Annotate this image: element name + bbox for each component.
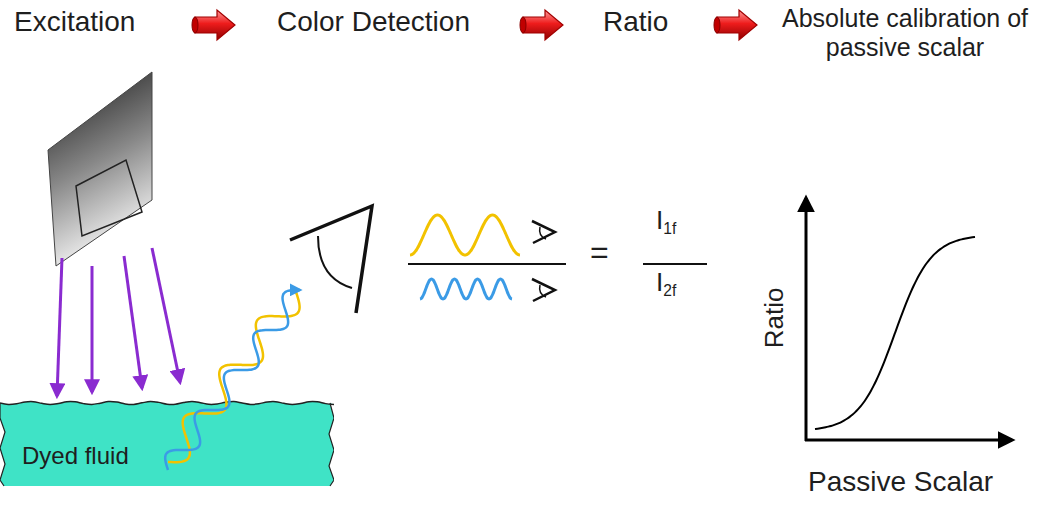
fraction-bar [408, 263, 566, 265]
small-eye [532, 279, 555, 301]
y-axis [805, 198, 808, 441]
blue-signal [420, 279, 512, 299]
excitation-arrow [57, 258, 62, 396]
small-eye [532, 221, 555, 243]
dyed-fluid-band: Dyed fluid [0, 398, 334, 490]
small-eye-cornea [540, 285, 546, 297]
equals-sign: = [590, 234, 609, 271]
step-label: Excitation [14, 6, 135, 38]
lamp-face [76, 160, 142, 236]
intensity-symbol: I2f [656, 268, 676, 298]
x-axis [805, 439, 1012, 442]
excitation-arrow [91, 266, 94, 392]
flow-arrow-cap [192, 17, 198, 33]
excitation-arrow [152, 248, 180, 382]
fraction-bar [643, 263, 707, 265]
lamp-body [48, 72, 152, 266]
flow-arrow-cap [520, 17, 526, 33]
band-torn-edge [0, 403, 5, 486]
excitation-arrow [124, 256, 142, 388]
band-torn-edge [329, 403, 334, 486]
intensity-symbol: I1f [656, 206, 676, 236]
flow-arrow [717, 10, 757, 40]
step-label: Ratio [603, 6, 668, 38]
eye-symbol [290, 206, 372, 313]
small-eye-cornea [540, 227, 546, 239]
flow-arrow-cap [714, 17, 720, 33]
step-label: Color Detection [277, 6, 470, 38]
band-fill [0, 402, 334, 486]
eye-cornea [318, 236, 352, 288]
yellow-signal [410, 215, 520, 255]
calibration-curve [815, 237, 975, 429]
band-top-edge [0, 402, 334, 405]
flow-arrow [195, 10, 235, 40]
step-label: Absolute calibration of passive scalar [780, 4, 1030, 62]
flow-arrow [523, 10, 563, 40]
band-label: Dyed fluid [22, 442, 129, 470]
axis-label: Ratio [760, 288, 790, 349]
axis-label: Passive Scalar [808, 466, 993, 498]
